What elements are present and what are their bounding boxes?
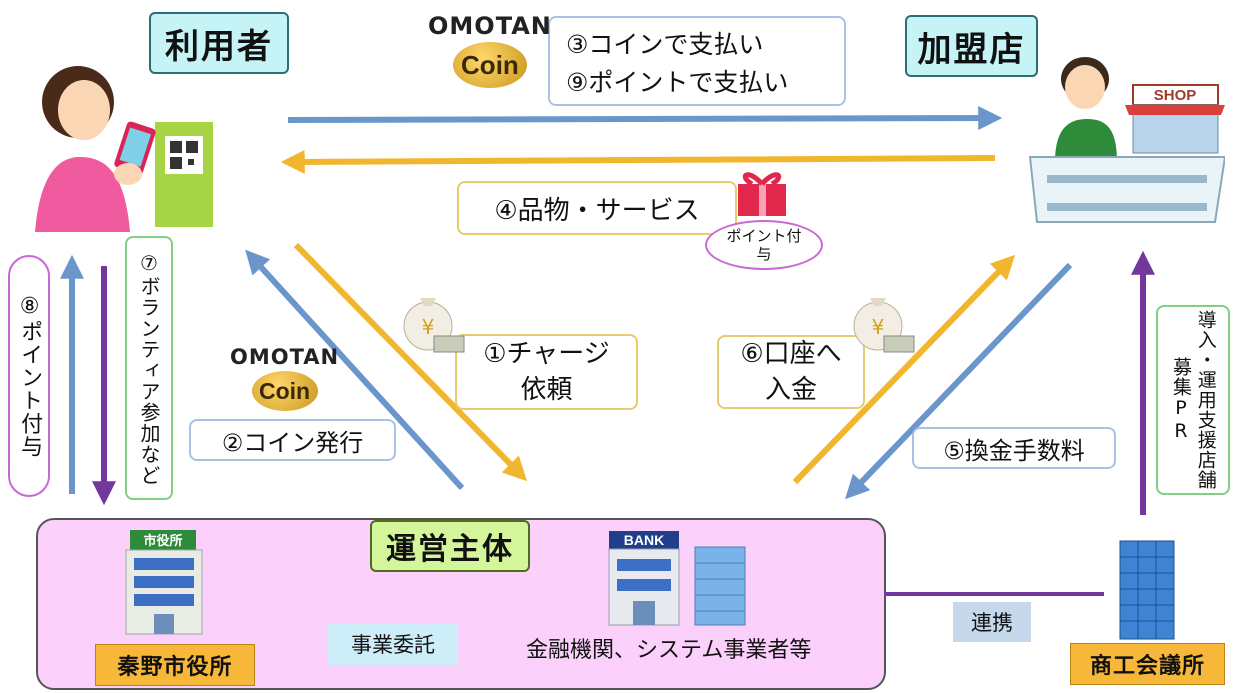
goods-note: ④品物・サービス	[457, 181, 737, 235]
chamber-label: 商工会議所	[1070, 643, 1225, 685]
svg-text:¥: ¥	[422, 315, 435, 339]
shop-sign-text: SHOP	[1154, 87, 1197, 104]
omotan-coin-logo-top: OMOTAN Coin	[428, 12, 552, 88]
money-bag-icon-left: ¥	[403, 298, 465, 353]
financial-label: 金融機関、システム事業者等	[526, 638, 812, 663]
coin-icon-2: Coin	[251, 371, 318, 411]
arrow-coin-issue	[245, 249, 465, 491]
pay-coin-text: ③コインで支払い	[566, 30, 764, 59]
store-illustration-icon: SHOP	[1028, 57, 1225, 223]
point-grant-small: ポイント付与	[705, 220, 823, 270]
city-hall-sign-text: 市役所	[143, 533, 182, 549]
gift-icon	[738, 172, 786, 216]
charge-request-note: ①チャージ依頼	[455, 334, 638, 410]
bank-building-icon: BANK	[608, 531, 746, 626]
arrow-fee	[845, 262, 1073, 500]
user-label: 利用者	[149, 12, 289, 74]
point-grant-note: ⑧ポイント付与	[8, 255, 50, 497]
deposit-note: ⑥口座へ入金	[717, 335, 865, 409]
coin-issue-note: ②コイン発行	[189, 419, 396, 461]
omotan-wordmark-2: OMOTAN	[230, 345, 340, 369]
partnership-line	[884, 592, 1104, 596]
pay-point-text: ⑨ポイントで支払い	[566, 67, 789, 97]
fee-note: ⑤換金手数料	[912, 427, 1116, 469]
bank-sign-text: BANK	[624, 532, 664, 548]
omotan-coin-logo-mid: OMOTAN Coin	[230, 345, 339, 411]
omotan-wordmark: OMOTAN	[428, 12, 552, 40]
payment-note: ③コインで支払い ⑨ポイントで支払い	[548, 16, 846, 106]
user-illustration-icon	[35, 66, 213, 232]
arrow-pay-to-store	[287, 106, 1003, 131]
svg-text:¥: ¥	[872, 315, 885, 339]
arrow-charge-request	[293, 242, 528, 482]
store-label: 加盟店	[905, 15, 1038, 77]
money-bag-icon-right: ¥	[853, 298, 915, 353]
city-hall-label: 秦野市役所	[95, 644, 255, 686]
operator-label: 運営主体	[370, 520, 530, 572]
outsourcing-label: 事業委託	[328, 623, 458, 665]
arrow-deposit	[792, 254, 1016, 485]
support-note: 導入・運用支援店舗募集PR	[1156, 305, 1230, 495]
coin-icon: Coin	[452, 42, 527, 88]
arrow-goods-to-user	[280, 149, 996, 174]
city-hall-building-icon: 市役所	[125, 530, 203, 635]
partnership-label: 連携	[953, 602, 1031, 642]
chamber-building-icon	[1119, 540, 1175, 640]
volunteer-note: ⑦ボランティア参加など	[125, 236, 173, 500]
